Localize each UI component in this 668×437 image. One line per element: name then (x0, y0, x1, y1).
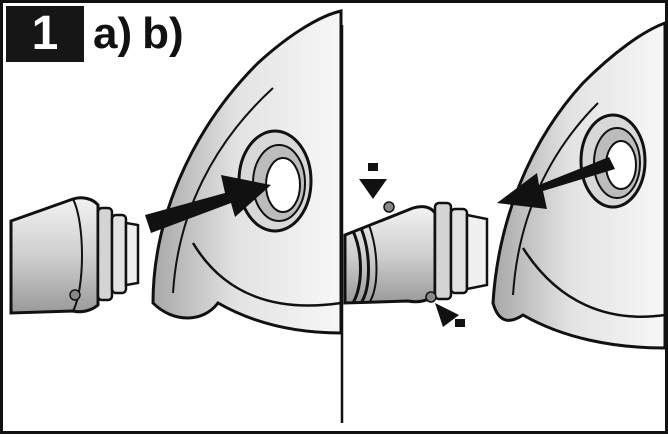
press-arrows-icon (359, 163, 465, 327)
panel-b-guard-base (521, 247, 666, 318)
panel-b-tube (343, 201, 489, 305)
figure-number: 1 (6, 6, 84, 62)
panel-b (343, 20, 667, 350)
right-arrow-icon (145, 175, 271, 233)
panel-a-port (237, 129, 313, 233)
left-arrow-icon (497, 157, 615, 209)
panel-a-guard-base (191, 242, 342, 307)
illustration (9, 9, 667, 423)
panel-a-guard-lip (172, 87, 274, 294)
figure-parts: a)b) (93, 6, 194, 62)
panel-a-tube (9, 196, 140, 315)
part-b-label: b) (142, 9, 184, 58)
part-a-label: a) (93, 9, 133, 58)
panel-b-port (579, 113, 647, 209)
panel-a (9, 9, 343, 335)
